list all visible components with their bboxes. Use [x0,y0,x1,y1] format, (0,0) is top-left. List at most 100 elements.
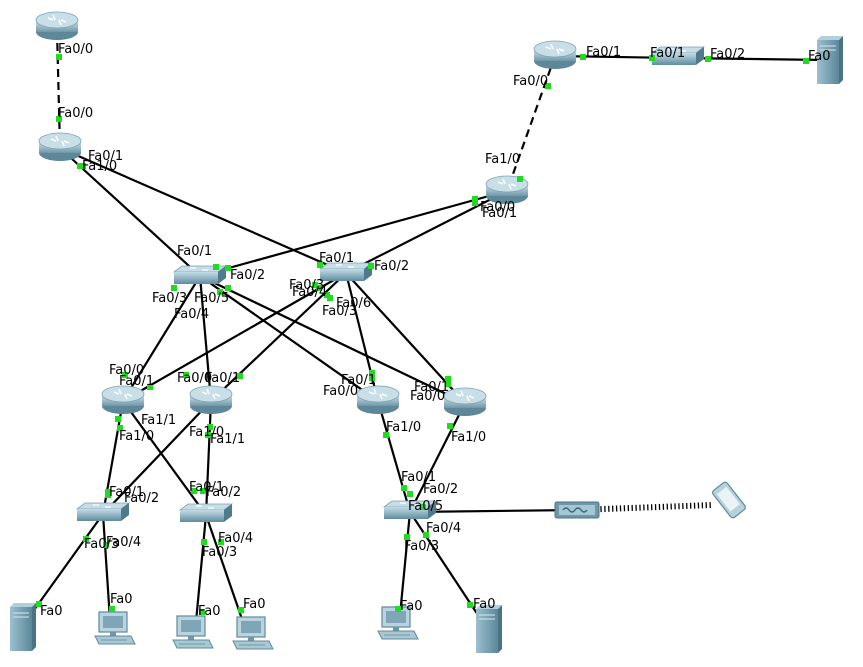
link-r_b-asw1[interactable] [102,400,212,515]
link-r_right-msw2[interactable] [345,190,508,274]
port-indicator [199,609,205,615]
port-indicator [472,200,478,206]
port-label: Fa0/3 [322,304,357,319]
router-icon[interactable] [38,132,82,162]
port-indicator [580,54,586,60]
router-icon[interactable] [189,385,233,415]
link-r_tr-r_right[interactable] [505,55,557,192]
port-indicator [147,384,153,390]
port-label: Fa0/3 [84,537,119,552]
port-label: Fa1/1 [141,413,176,428]
link-r_top-r_left[interactable] [55,29,62,149]
port-label: Fa0/2 [124,491,159,506]
link-msw1-r_b[interactable] [198,275,213,402]
link-r_a-asw2[interactable] [122,400,207,516]
port-label: Fa0/4 [106,535,141,550]
port-indicator [225,265,231,271]
access-point-icon[interactable] [554,501,600,519]
tablet-icon[interactable] [710,480,748,520]
port-label: Fa1/0 [485,152,520,167]
link-msw1-r_d[interactable] [199,275,466,404]
router-icon[interactable] [533,40,577,70]
port-indicator [218,539,224,545]
switch-icon[interactable] [76,502,130,522]
router-icon[interactable] [443,387,487,417]
port-indicator [705,56,711,62]
port-label: Fa0/3 [152,291,187,306]
port-label: Fa0/3 [289,278,324,293]
link-r_b-asw2[interactable] [204,400,213,516]
link-asw2-pc3[interactable] [204,514,245,623]
link-msw1-r_c[interactable] [199,275,379,402]
link-msw2-r_a[interactable] [122,272,347,402]
port-label: Fa1/1 [210,432,245,447]
port-indicator [445,381,451,387]
port-indicator [191,488,197,494]
port-label: Fa0/4 [218,531,253,546]
router-icon[interactable] [101,385,145,415]
port-label: Fa0/1 [586,45,621,60]
devices-layer [9,11,844,654]
port-indicator [407,491,413,497]
link-ap-tablet[interactable] [576,502,713,513]
port-indicator [472,196,478,202]
port-label: Fa0/0 [109,363,144,378]
link-r_c-asw3[interactable] [376,400,412,513]
link-r_left-msw2[interactable] [59,146,347,275]
link-r_right-msw1[interactable] [199,189,508,278]
port-label: Fa0/3 [202,545,237,560]
port-indicator [420,504,426,510]
pc-icon[interactable] [172,615,214,649]
port-label: Fa0/4 [292,285,327,300]
port-indicator [445,376,451,382]
port-label: Fa0 [400,599,423,614]
port-indicator [83,536,89,542]
port-label: Fa0/1 [109,485,144,500]
port-label: Fa0 [808,49,831,64]
server-icon[interactable] [475,604,503,654]
port-label: Fa0/2 [710,47,745,62]
port-label: Fa1/0 [386,420,421,435]
server-icon[interactable] [9,602,37,652]
port-indicator [447,423,453,429]
link-asw2-pc2[interactable] [194,514,208,623]
port-label: Fa0/1 [319,251,354,266]
link-asw3-ap[interactable] [409,508,578,514]
port-indicator [117,425,123,431]
port-label: Fa0/0 [513,74,548,89]
port-indicator [383,432,389,438]
port-label: Fa0/0 [410,389,445,404]
port-label: Fa0/3 [404,539,439,554]
port-label: Fa0/2 [374,259,409,274]
port-label: Fa0/4 [426,521,461,536]
port-label: Fa0/1 [482,206,517,221]
port-indicator [56,54,62,60]
link-r_d-asw3[interactable] [409,402,466,513]
port-label: Fa0/0 [323,384,358,399]
link-asw1-pc1[interactable] [101,513,112,621]
port-indicator [207,424,213,430]
port-indicator [183,372,189,378]
port-label: Fa0/1 [88,149,123,164]
link-asw3-pc4[interactable] [398,511,412,616]
port-indicator [423,532,429,538]
port-label: Fa0 [198,604,221,619]
port-indicator [803,58,809,64]
router-icon[interactable] [356,385,400,415]
link-r_left-msw1[interactable] [59,147,201,277]
link-msw2-r_b[interactable] [210,272,347,402]
pc-icon[interactable] [232,616,274,650]
router-icon[interactable] [35,11,79,41]
port-indicator [217,289,223,295]
port-label: Fa0/2 [230,268,265,283]
pc-icon[interactable] [94,611,136,645]
port-label: Fa0/1 [177,244,212,259]
link-msw1-r_a[interactable] [122,275,201,402]
port-indicators-layer [36,54,809,615]
port-label: Fa0/5 [408,499,443,514]
switch-icon[interactable] [179,503,233,523]
port-indicator [649,55,655,61]
port-label: Fa0 [110,592,133,607]
link-asw3-srv_br[interactable] [409,511,479,616]
